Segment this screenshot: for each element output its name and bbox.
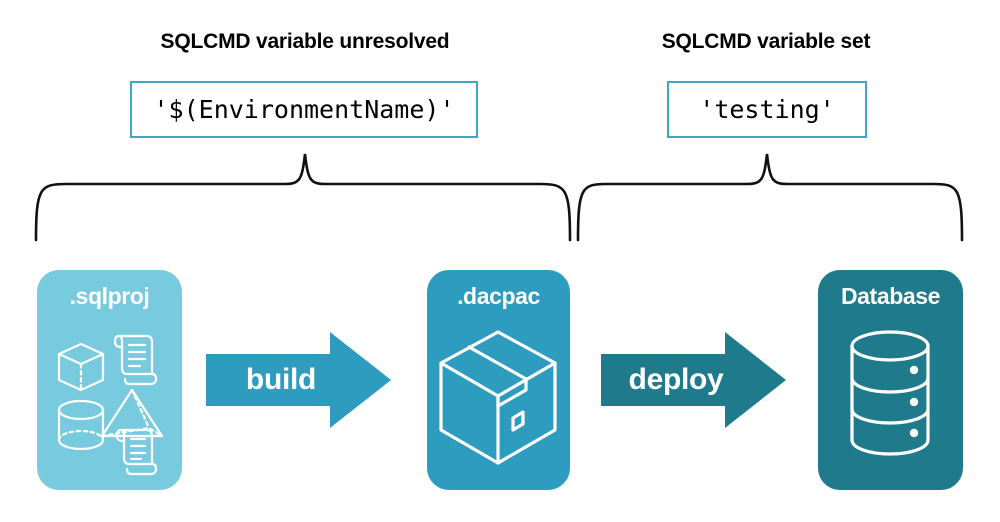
cube-icon [57,342,105,392]
cylinder-icon [57,399,105,451]
column-heading-unresolved: SQLCMD variable unresolved [160,30,450,53]
scroll-icon [113,334,158,386]
sqlcmd-value-box-set: 'testing' [667,81,867,138]
card-title-dacpac: .dacpac [457,283,540,309]
package-box-icon [439,330,557,465]
dacpac-artwork [439,330,557,465]
database-artwork [850,330,930,456]
sqlcmd-value-box-unresolved: '$(EnvironmentName)' [130,81,478,138]
card-title-database: Database [840,283,941,309]
card-title-sqlproj: .sqlproj [69,283,150,309]
build-arrow-label: build [245,363,317,396]
artifact-card-database: Database [818,270,963,490]
process-arrow-deploy: deploy [601,332,786,428]
artifact-card-sqlproj: .sqlproj [37,270,182,490]
sqlproj-artwork [57,334,164,476]
brace-right-icon [576,153,964,242]
brace-left-icon [34,153,572,242]
process-arrow-build: build [206,332,391,428]
database-cylinder-icon [850,330,930,456]
column-heading-set: SQLCMD variable set [661,30,871,53]
deploy-arrow-shape [601,332,786,428]
deploy-arrow-label: deploy [628,363,724,396]
database-status-dots [909,365,919,438]
build-arrow-shape [206,332,391,428]
scroll-icon [115,428,158,476]
artifact-card-dacpac: .dacpac [427,270,570,490]
